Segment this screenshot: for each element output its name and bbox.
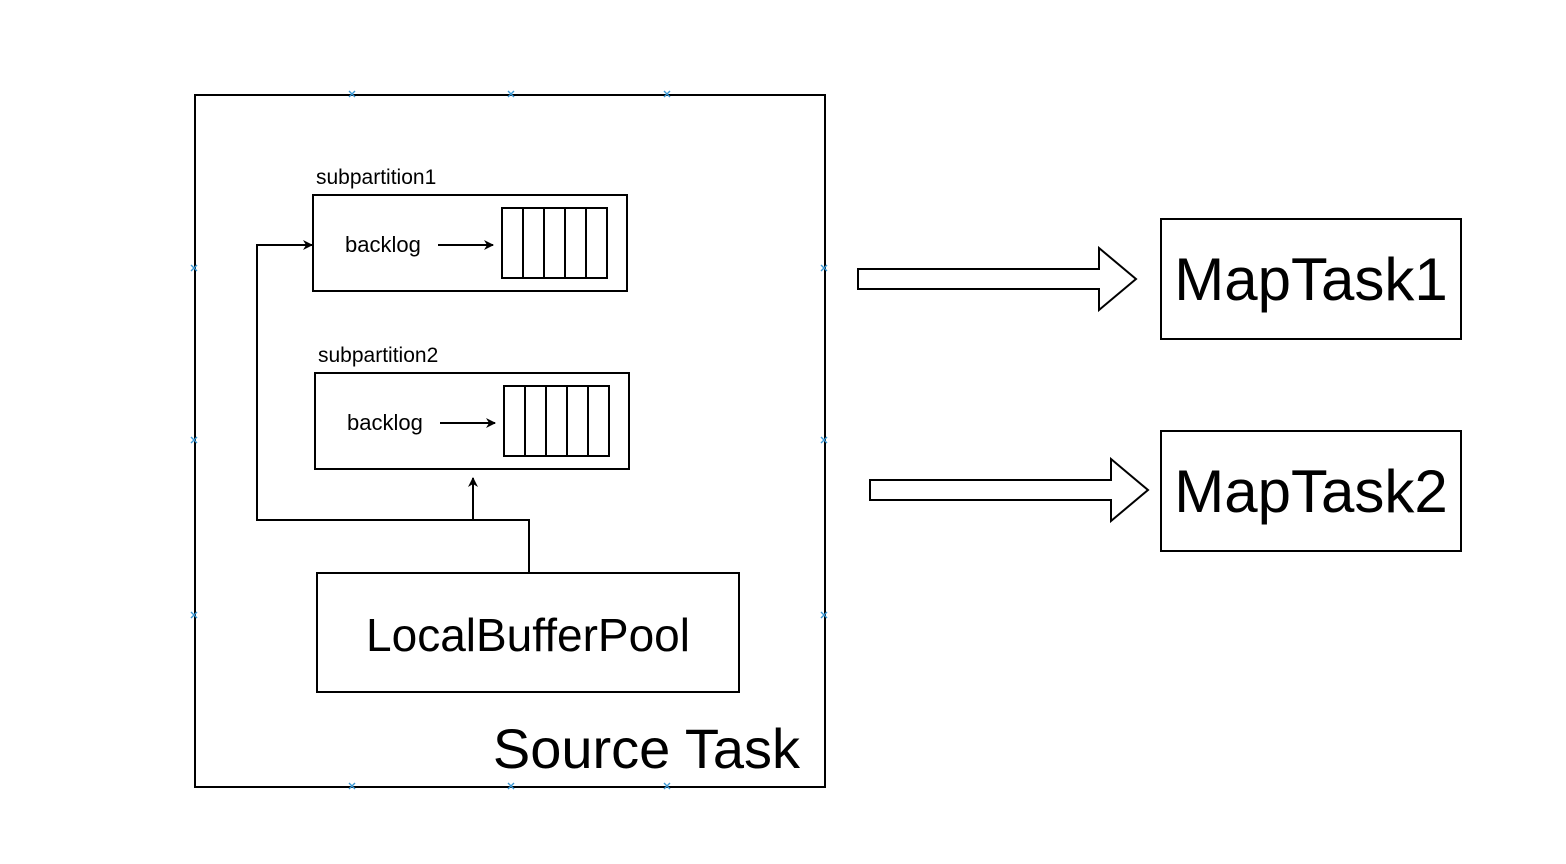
- connector-to-subpartition-1[interactable]: [256, 240, 473, 521]
- subpartition-1-label: subpartition1: [316, 166, 436, 189]
- map-task-1-label: MapTask1: [1174, 246, 1447, 313]
- block-arrow-to-maptask-1[interactable]: [857, 245, 1138, 313]
- selection-handle[interactable]: [190, 436, 198, 444]
- selection-handle[interactable]: [190, 264, 198, 272]
- selection-handle[interactable]: [190, 611, 198, 619]
- selection-handle[interactable]: [663, 90, 671, 98]
- connector-to-subpartition-2[interactable]: [468, 477, 530, 573]
- buffer-pool-connectors: [256, 240, 530, 573]
- subpartition-2-backlog-label: backlog: [347, 410, 423, 435]
- selection-handle[interactable]: [820, 264, 828, 272]
- subpartition-2[interactable]: subpartition2 backlog: [314, 344, 630, 470]
- selection-handle[interactable]: [348, 782, 356, 790]
- subpartition-1-backlog-label: backlog: [345, 232, 421, 257]
- subpartition-1[interactable]: subpartition1 backlog: [312, 166, 628, 292]
- selection-handle[interactable]: [507, 90, 515, 98]
- source-task-label: Source Task: [493, 717, 801, 780]
- buffer-queue-2: [503, 385, 610, 457]
- map-task-1[interactable]: MapTask1: [1160, 218, 1462, 340]
- buffer-queue-1: [501, 207, 608, 279]
- local-buffer-pool-label: LocalBufferPool: [366, 609, 690, 661]
- selection-handle[interactable]: [820, 611, 828, 619]
- selection-handle[interactable]: [663, 782, 671, 790]
- block-arrow-to-maptask-2[interactable]: [869, 456, 1150, 524]
- map-task-2[interactable]: MapTask2: [1160, 430, 1462, 552]
- subpartition-2-label: subpartition2: [318, 344, 438, 367]
- selection-handles: [190, 90, 828, 790]
- local-buffer-pool[interactable]: LocalBufferPool: [316, 572, 740, 693]
- selection-handle[interactable]: [820, 436, 828, 444]
- map-task-2-label: MapTask2: [1174, 458, 1447, 525]
- selection-handle[interactable]: [507, 782, 515, 790]
- selection-handle[interactable]: [348, 90, 356, 98]
